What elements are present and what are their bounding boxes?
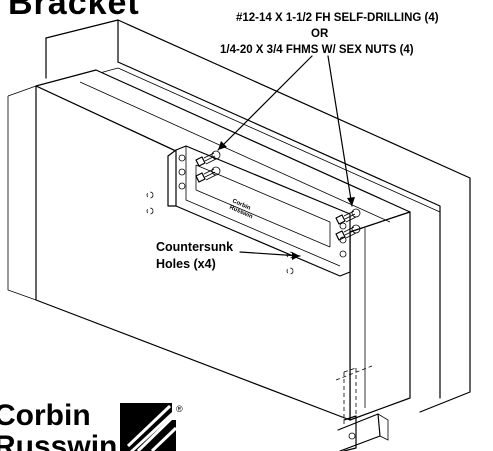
screw-callout-line1: #12-14 X 1-1/2 FH SELF-DRILLING (4) [236, 12, 439, 24]
screw-callout-line3: 1/4-20 X 3/4 FHMS W/ SEX NUTS (4) [220, 44, 414, 56]
lower-arm [335, 365, 389, 451]
arrow-icon [327, 55, 355, 207]
logo-mark [120, 403, 178, 451]
corbin-russwin-logo-icon: Corbin Russwin ® [0, 399, 183, 451]
screw-icon [195, 166, 221, 183]
registered-mark: ® [176, 404, 183, 414]
screw-callout: #12-14 X 1-1/2 FH SELF-DRILLING (4) OR 1… [220, 12, 439, 56]
logo-line1: Corbin [0, 399, 91, 432]
screw-icon [335, 224, 361, 241]
countersunk-label-line1: Countersunk [156, 240, 233, 254]
countersunk-label-line2: Holes (x4) [156, 257, 216, 271]
arrow-icon [217, 55, 313, 151]
countersunk-label: Countersunk Holes (x4) [156, 240, 233, 271]
logo-line2: Russwin [0, 430, 117, 451]
screw-callout-line2: OR [311, 28, 329, 40]
screw-icon [335, 208, 361, 225]
diagram-title: Bracket [8, 0, 140, 22]
arrow-icon [239, 251, 301, 260]
screw-icon [195, 150, 221, 167]
